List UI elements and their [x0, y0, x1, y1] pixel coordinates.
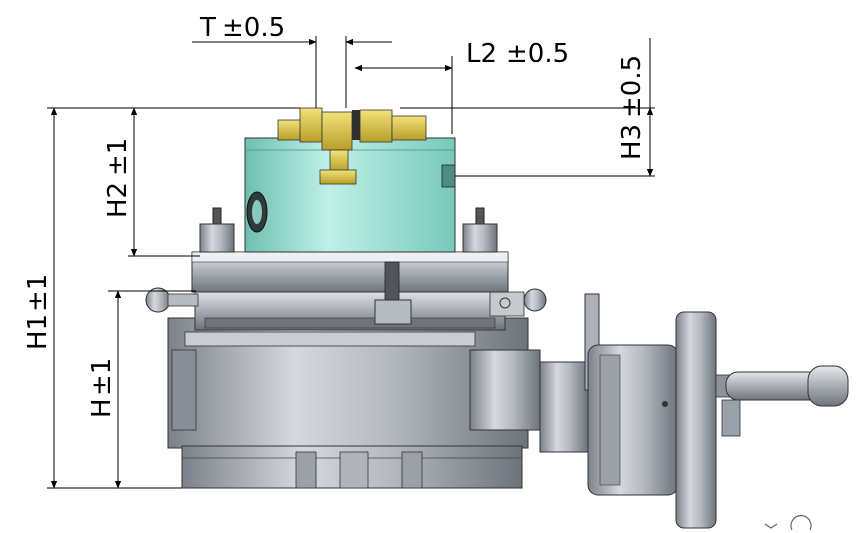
rotation-indicator-icon: [764, 515, 812, 531]
dim-T-name: T: [199, 13, 216, 43]
dim-T-tolerance: ±0.5: [222, 13, 285, 43]
hex-nut-right: [462, 207, 498, 253]
handwheel-crank: [539, 293, 849, 529]
dim-H2-tolerance: ±1: [103, 138, 133, 176]
dim-label-H2: H2 ±1: [103, 138, 133, 218]
dim-H1-name: H1: [23, 314, 53, 350]
three-jaw-chuck: [244, 107, 456, 253]
rotary-table-base: [145, 287, 547, 489]
dim-label-H1: H1 ±1: [23, 274, 53, 350]
dim-H-name: H: [87, 398, 117, 418]
dim-H2-name: H2: [103, 182, 133, 218]
dim-label-H: H ±1: [87, 358, 117, 418]
dim-label-H3: H3 ±0.5: [617, 55, 647, 160]
dim-H3-name: H3: [617, 124, 647, 160]
hex-nut-left: [199, 207, 235, 253]
dim-label-T: T ±0.5: [199, 13, 285, 43]
dim-H-tolerance: ±1: [87, 358, 117, 396]
dim-L2-name: L2: [466, 39, 497, 69]
chuck-jaws: [277, 107, 427, 185]
dim-label-L2: L2 ±0.5: [466, 39, 569, 69]
dimension-lines: [47, 36, 655, 489]
dim-H3-tolerance: ±0.5: [617, 55, 647, 118]
dim-L2-tolerance: ±0.5: [506, 39, 569, 69]
dim-H1-tolerance: ±1: [23, 274, 53, 312]
